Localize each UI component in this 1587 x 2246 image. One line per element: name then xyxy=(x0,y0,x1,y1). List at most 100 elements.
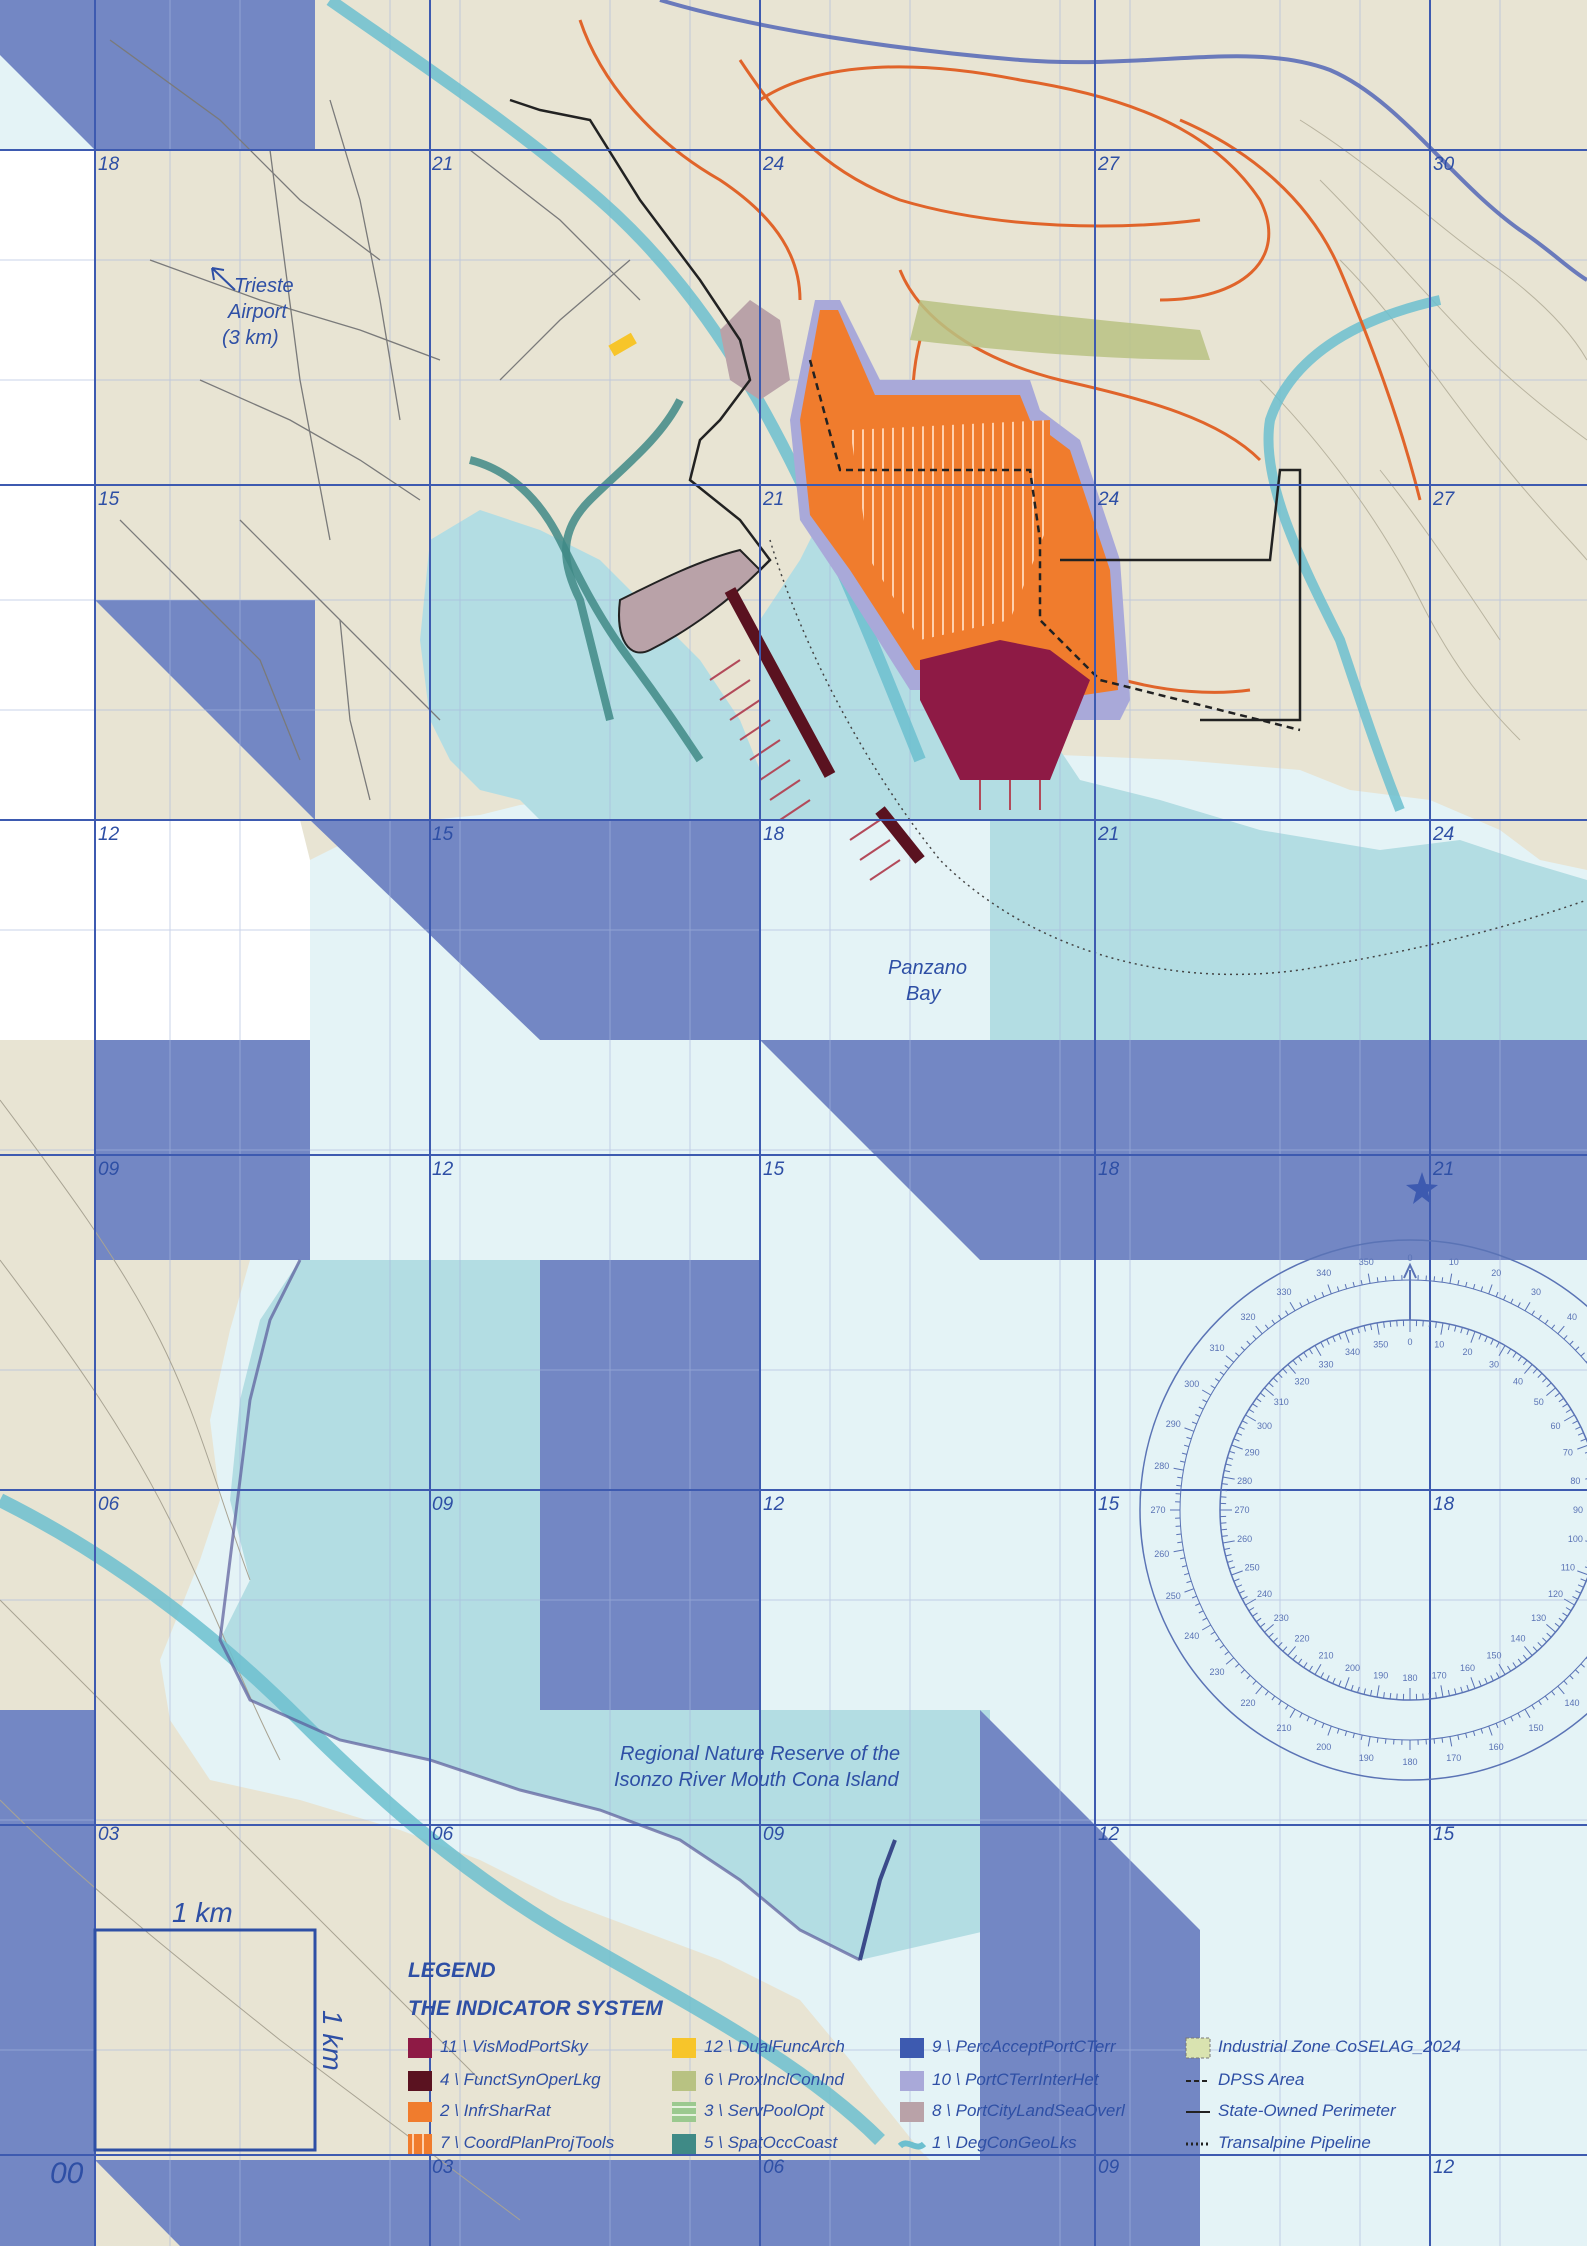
compass-degree-label: 10 xyxy=(1449,1257,1459,1267)
compass-degree-label: 130 xyxy=(1531,1613,1546,1623)
scale-bar: 1 km 1 km xyxy=(93,1897,348,2152)
legend-label: 12 \ DualFuncArch xyxy=(704,2037,845,2056)
compass-degree-label: 300 xyxy=(1257,1421,1272,1431)
grid-label: 15 xyxy=(432,824,454,845)
grid-label: 21 xyxy=(1432,1159,1454,1180)
indicator-4-breakwater-b xyxy=(875,806,925,864)
compass-degree-label: 40 xyxy=(1567,1312,1577,1322)
indicator-8-area xyxy=(720,300,790,400)
compass-degree-label: 270 xyxy=(1234,1505,1249,1515)
airport-label: Trieste Airport (3 km) xyxy=(211,267,294,349)
legend-label: 2 \ InfrSharRat xyxy=(439,2101,552,2120)
compass-degree-label: 260 xyxy=(1154,1549,1169,1559)
compass-degree-label: 340 xyxy=(1316,1268,1331,1278)
canal-west xyxy=(0,1493,885,2145)
indicator-5-coast-b xyxy=(468,456,704,763)
legend-label: 4 \ FunctSynOperLkg xyxy=(440,2070,601,2089)
legend-label: Transalpine Pipeline xyxy=(1218,2133,1371,2152)
legend-item: State-Owned Perimeter xyxy=(1186,2101,1397,2120)
compass-degree-label: 320 xyxy=(1240,1312,1255,1322)
grid-label: 24 xyxy=(762,154,784,175)
compass-degree-label: 80 xyxy=(1570,1476,1580,1486)
legend-swatch xyxy=(897,2140,927,2150)
grid-label: 24 xyxy=(1097,489,1119,510)
compass-degree-label: 110 xyxy=(1561,1563,1575,1573)
legend-swatch xyxy=(900,2038,924,2058)
compass-degree-label: 170 xyxy=(1446,1753,1461,1763)
legend-swatch xyxy=(408,2038,432,2058)
svg-text:Panzano: Panzano xyxy=(888,957,967,979)
legend-item: 8 \ PortCityLandSeaOverl xyxy=(900,2101,1126,2122)
indicator-6-strip xyxy=(910,300,1210,360)
indicator-7-zone xyxy=(850,420,1050,640)
terrain-contours-west xyxy=(0,1099,521,2221)
compass-degree-label: 140 xyxy=(1510,1634,1525,1644)
compass-degree-label: 150 xyxy=(1528,1723,1543,1733)
legend-label: 5 \ SpatOccCoast xyxy=(704,2133,839,2152)
grid-label: 21 xyxy=(431,154,453,175)
compass-degree-label: 200 xyxy=(1345,1663,1360,1673)
grid-label: 09 xyxy=(432,1494,454,1515)
state-owned-perimeter-east xyxy=(1060,468,1302,722)
grid-label: 03 xyxy=(98,1824,120,1845)
canal-east xyxy=(1263,295,1442,812)
compass-degree-label: 180 xyxy=(1402,1673,1417,1683)
legend-swatch xyxy=(672,2134,696,2154)
svg-text:(3 km): (3 km) xyxy=(222,327,279,349)
indicator-11-zone xyxy=(920,640,1090,780)
legend-swatch xyxy=(900,2102,924,2122)
grid-label: 12 xyxy=(1433,2157,1455,2178)
legend-item: 5 \ SpatOccCoast xyxy=(672,2133,839,2154)
grid-label: 06 xyxy=(98,1494,120,1515)
grid-label: 15 xyxy=(1098,1494,1120,1515)
compass-degree-label: 40 xyxy=(1513,1376,1523,1386)
legend-swatch xyxy=(408,2071,432,2091)
legend-label: 10 \ PortCTerrInterHet xyxy=(932,2070,1100,2089)
legend-swatch xyxy=(672,2038,696,2058)
legend-swatch xyxy=(672,2102,696,2122)
compass-degree-label: 210 xyxy=(1318,1651,1333,1661)
compass-degree-label: 240 xyxy=(1184,1631,1199,1641)
compass-degree-label: 290 xyxy=(1245,1448,1260,1458)
compass-degree-label: 70 xyxy=(1563,1448,1573,1458)
compass-degree-label: 200 xyxy=(1316,1742,1331,1752)
grid-label: 18 xyxy=(1433,1494,1455,1515)
svg-text:Bay: Bay xyxy=(906,983,941,1005)
legend-label: DPSS Area xyxy=(1218,2070,1304,2089)
grid-label: 21 xyxy=(1097,824,1119,845)
grid-label: 12 xyxy=(432,1159,454,1180)
legend-item: 10 \ PortCTerrInterHet xyxy=(900,2070,1100,2091)
scale-label-vertical: 1 km xyxy=(317,2010,348,2071)
grid-label: 24 xyxy=(1432,824,1454,845)
offmap-area-top-left xyxy=(0,150,95,1040)
legend-label: State-Owned Perimeter xyxy=(1218,2101,1397,2120)
compass-degree-label: 170 xyxy=(1432,1670,1447,1680)
legend-swatch xyxy=(1185,2037,1211,2059)
compass-degree-label: 280 xyxy=(1154,1461,1169,1471)
compass-degree-label: 90 xyxy=(1573,1505,1583,1515)
compass-degree-label: 30 xyxy=(1531,1287,1541,1297)
compass-degree-label: 340 xyxy=(1345,1347,1360,1357)
compass-degree-label: 0 xyxy=(1407,1253,1412,1263)
canal-north xyxy=(326,0,926,763)
legend-item: 7 \ CoordPlanProjTools xyxy=(408,2133,615,2154)
compass-degree-label: 320 xyxy=(1294,1376,1309,1386)
reserve-label: Regional Nature Reserve of the Isonzo Ri… xyxy=(614,1743,900,1791)
grid-label: 15 xyxy=(763,1159,785,1180)
compass-degree-label: 20 xyxy=(1491,1268,1501,1278)
grid-label: 30 xyxy=(1433,154,1455,175)
compass-degree-label: 350 xyxy=(1359,1257,1374,1267)
indicator-4-breakwater-a xyxy=(724,587,836,778)
legend-label: 6 \ ProxInclConInd xyxy=(704,2070,844,2089)
compass-degree-label: 0 xyxy=(1407,1337,1412,1347)
compass-degree-label: 280 xyxy=(1237,1476,1252,1486)
legend-subtitle: THE INDICATOR SYSTEM xyxy=(408,1997,663,2020)
legend-label: 9 \ PercAcceptPortCTerr xyxy=(932,2037,1117,2056)
compass-degree-label: 250 xyxy=(1245,1563,1260,1573)
legend-label: Industrial Zone CoSELAG_2024 xyxy=(1218,2037,1461,2056)
compass-degree-label: 30 xyxy=(1489,1360,1499,1370)
legend-swatch xyxy=(408,2102,432,2122)
legend-item: 1 \ DegConGeoLks xyxy=(897,2133,1077,2152)
